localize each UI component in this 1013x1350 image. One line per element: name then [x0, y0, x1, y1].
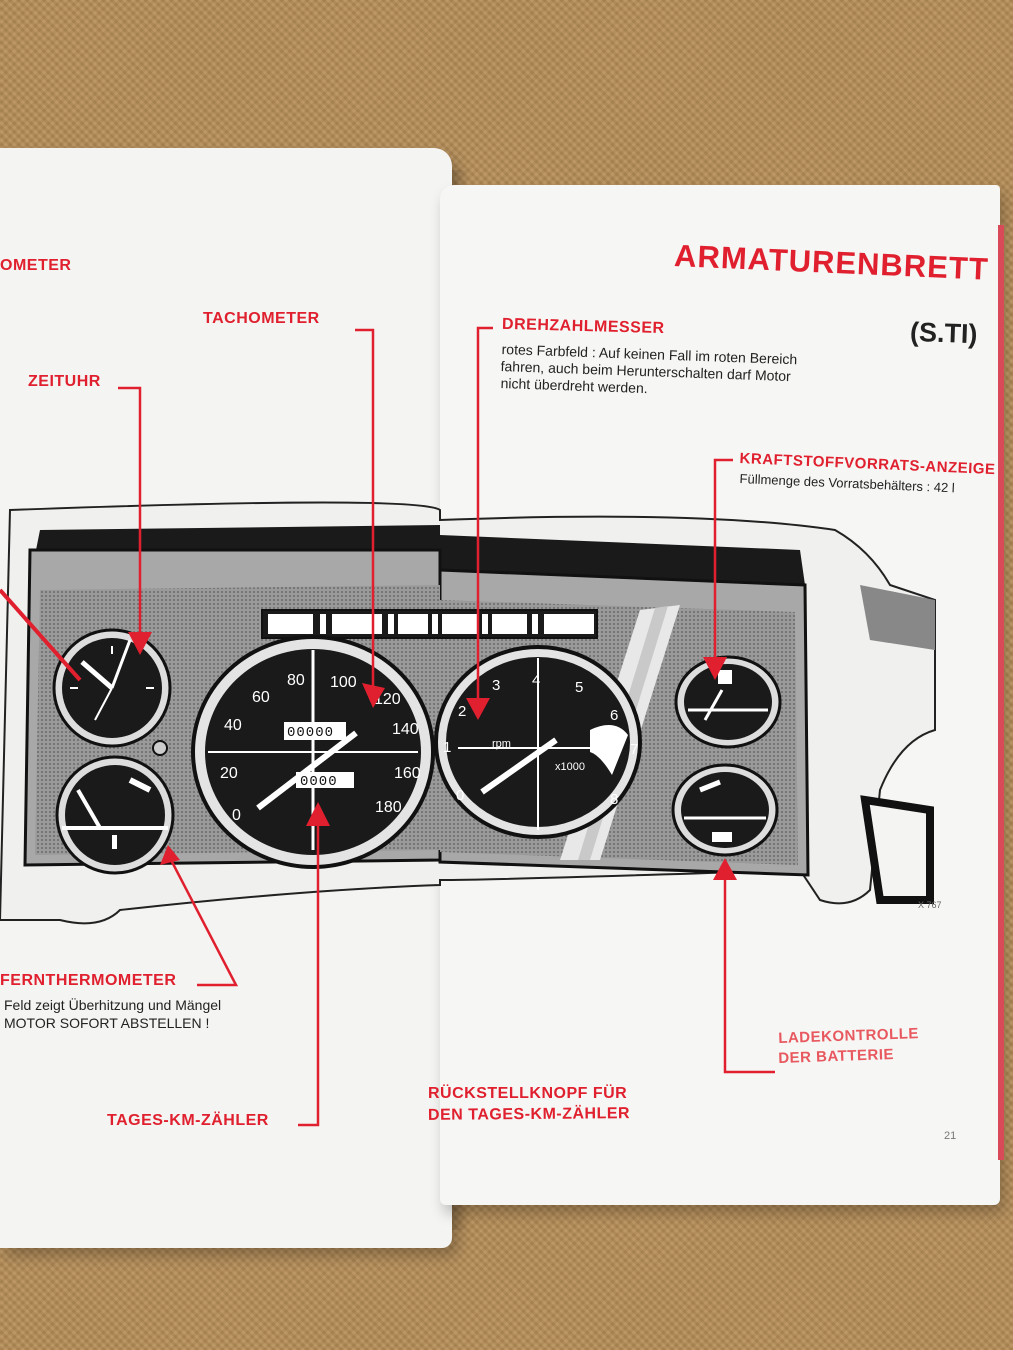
- rpm-tick-5: 5: [575, 679, 583, 696]
- rpm-unit: x1000: [555, 761, 585, 773]
- battery-gauge: [671, 763, 779, 857]
- speedo-tick-160: 160: [394, 765, 421, 782]
- speedo-tick-100: 100: [330, 674, 357, 691]
- speedo-tick-40: 40: [224, 717, 242, 734]
- rpm-tick-4: 4: [532, 672, 540, 689]
- label-rueckstell-2: DEN TAGES-KM-ZÄHLER: [427, 1105, 631, 1124]
- rpm-gauge: 0 1 2 3 4 5 6 7 8 rpm x1000: [434, 645, 642, 839]
- speedo-tick-20: 20: [220, 765, 238, 782]
- rpm-tick-7: 7: [630, 741, 638, 758]
- fern-text-line-1: Feld zeigt Überhitzung und Mängel: [4, 997, 222, 1013]
- trip-display: 0000: [300, 774, 338, 790]
- rpm-tick-6: 6: [610, 707, 618, 724]
- speedo-tick-120: 120: [374, 691, 401, 708]
- page-subtitle: (S.TI): [909, 316, 979, 350]
- page-number: 21: [944, 1130, 957, 1142]
- speedo-tick-0: 0: [232, 807, 241, 824]
- rpm-tick-1: 1: [443, 739, 451, 756]
- speedo-tick-60: 60: [252, 689, 270, 706]
- speedo-tick-180: 180: [375, 799, 402, 816]
- clock-gauge: [52, 628, 172, 756]
- label-tachometer: TACHOMETER: [203, 310, 320, 327]
- speedo-tick-140: 140: [392, 721, 419, 738]
- dashboard-illustration: 0 20 40 60 80 100 120 140 160 180 00000 …: [0, 501, 942, 925]
- rpm-tick-0: 0: [456, 787, 464, 804]
- rpm-tick-3: 3: [492, 677, 500, 694]
- red-page-edge: [998, 225, 1004, 1160]
- fern-text-line-2: MOTOR SOFORT ABSTELLEN !: [4, 1015, 210, 1031]
- rpm-tick-8: 8: [610, 791, 618, 808]
- rpm-tick-2: 2: [458, 703, 466, 720]
- rpm-label: rpm: [492, 738, 511, 750]
- label-cut-meter: OMETER: [0, 257, 72, 274]
- label-tages-km: TAGES-KM-ZÄHLER: [107, 1112, 269, 1129]
- temperature-gauge: [55, 755, 175, 875]
- label-fernthermometer: FERNTHERMOMETER: [0, 972, 177, 989]
- label-zeituhr: ZEITUHR: [28, 373, 101, 390]
- fuel-gauge: [674, 655, 782, 749]
- label-rueckstell-1: RÜCKSTELLKNOPF FÜR: [428, 1085, 628, 1102]
- figure-ref: X 767: [918, 900, 942, 910]
- odometer-display: 00000: [287, 725, 334, 741]
- speedo-tick-80: 80: [287, 672, 305, 689]
